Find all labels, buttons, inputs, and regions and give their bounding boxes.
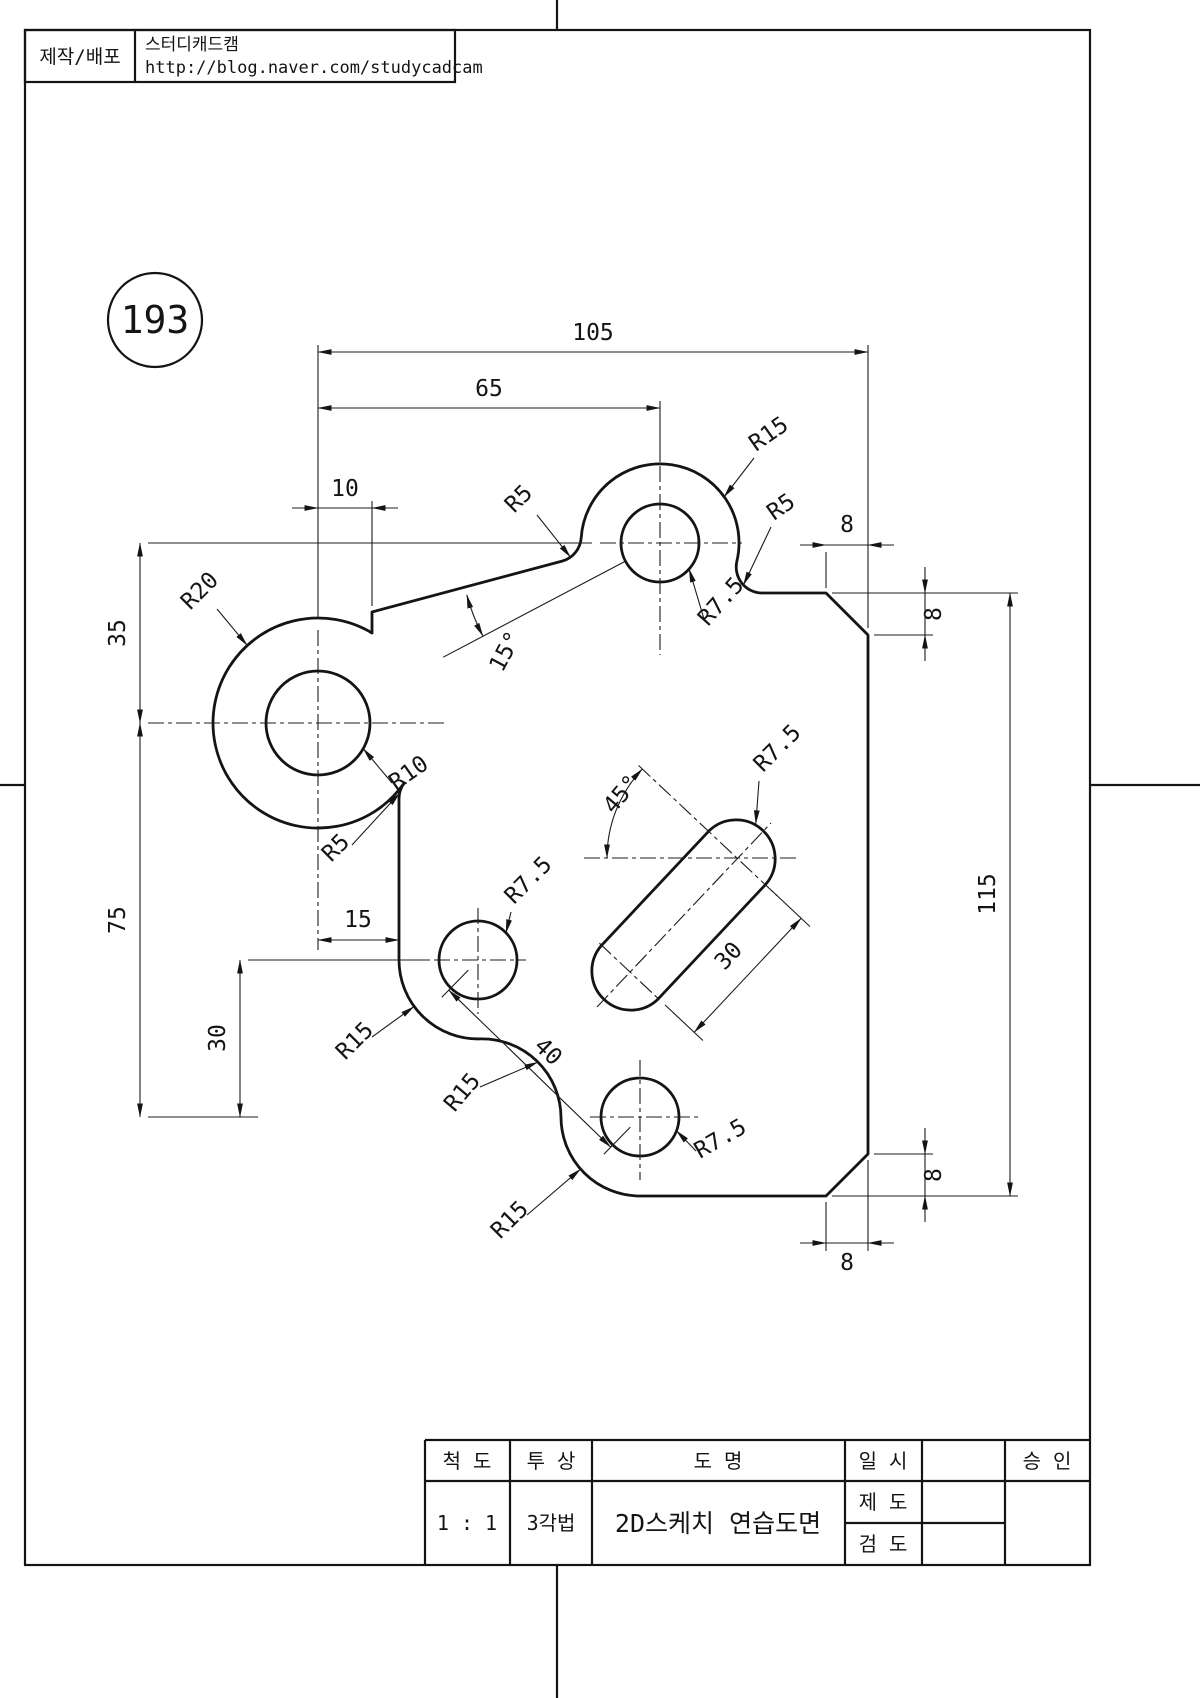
- dim-10-label: 10: [331, 476, 359, 502]
- dim-15-label: 15: [344, 907, 372, 933]
- radius-r20-label: R20: [176, 567, 224, 615]
- angle-dimensions: [442, 561, 643, 859]
- part-outline: [211, 462, 870, 1198]
- leader-r5-left: [351, 792, 401, 846]
- dim-30-slot-label: 30: [710, 937, 748, 975]
- dim-65-label: 65: [475, 376, 503, 402]
- drawing-number: 193: [121, 298, 190, 342]
- radius-r15-bottom-boss-label: R15: [486, 1196, 534, 1244]
- leader-r20: [216, 608, 248, 646]
- title-check-label: 검 도: [859, 1532, 908, 1556]
- radius-r7-5-slot-label: R7.5: [749, 720, 807, 778]
- dim-line-40: [448, 989, 612, 1148]
- leader-r15-top-boss: [723, 457, 755, 498]
- slot-perpendicular-centerline-bottom: [599, 942, 661, 1002]
- title-name-label: 도 명: [694, 1449, 743, 1473]
- sheet-border: [23, 28, 1092, 1567]
- header-label: 제작/배포: [39, 46, 120, 68]
- dim-75-label: 75: [105, 906, 131, 934]
- leader-r5-top-left: [536, 514, 571, 558]
- radius-r7-5-mid-hole-label: R7.5: [500, 852, 558, 910]
- slot-axis-centerline: [596, 822, 772, 1008]
- angle-15-arc: [466, 594, 484, 637]
- radius-r7-5-bottom-hole-label: R7.5: [690, 1114, 751, 1164]
- drawing-number-badge: 193: [106, 271, 204, 369]
- leader-r7-5-top-hole: [688, 568, 705, 620]
- header-box: 제작/배포 스터디캐드캠 http://blog.naver.com/study…: [23, 28, 483, 84]
- dim-30-left-label: 30: [205, 1024, 231, 1052]
- centerlines: [148, 466, 798, 1180]
- radius-r5-top-right-label: R5: [763, 489, 801, 526]
- dim-35-label: 35: [105, 619, 131, 647]
- leader-r15-fillet: [479, 1061, 539, 1088]
- radius-r10-label: R10: [385, 751, 434, 796]
- dim-line-30-slot: [693, 917, 802, 1033]
- extension-lines: [148, 345, 1018, 1251]
- slot-perpendicular-centerline-top: [638, 765, 778, 897]
- title-date-label: 일 시: [859, 1449, 908, 1473]
- title-draft-label: 제 도: [859, 1490, 908, 1514]
- dim-115-label: 115: [975, 873, 1001, 915]
- dim-105-label: 105: [572, 320, 614, 346]
- title-scale-value: 1 : 1: [437, 1511, 497, 1535]
- angle-15-reference-line: [442, 561, 625, 658]
- dim-40-label: 40: [529, 1033, 567, 1071]
- title-projection-label: 투 상: [527, 1449, 576, 1473]
- dimension-lines: [137, 349, 1013, 1246]
- header-brand: 스터디캐드캠: [145, 35, 239, 55]
- leader-r15-mid-boss: [371, 1006, 415, 1038]
- leader-r7-5-mid-hole: [505, 911, 512, 934]
- title-name-value: 2D스케치 연습도면: [615, 1509, 821, 1538]
- part-geometry: [211, 462, 870, 1198]
- radius-r5-top-left-label: R5: [500, 480, 538, 518]
- drawing-number-circle: [106, 271, 204, 369]
- title-approve-label: 승 인: [1023, 1449, 1072, 1473]
- radius-r15-fillet-label: R15: [439, 1068, 486, 1117]
- dim-8-right-bottom-label: 8: [921, 1168, 947, 1182]
- title-scale-label: 척 도: [443, 1449, 492, 1473]
- leader-r10: [362, 748, 393, 784]
- leader-r5-top-right: [742, 526, 772, 586]
- header-url[interactable]: http://blog.naver.com/studycadcam: [145, 58, 483, 78]
- dim-8-bottom-label: 8: [840, 1250, 854, 1276]
- title-block: 척 도 투 상 도 명 일 시 승 인 1 : 1 3각법 2D스케치 연습도면…: [423, 1438, 1090, 1565]
- leader-lines: [216, 457, 772, 1216]
- dim-8-right-top-label: 8: [921, 607, 947, 621]
- leader-r7-5-bottom-hole: [676, 1130, 697, 1152]
- leader-r7-5-slot: [753, 780, 760, 825]
- slot-outline: [590, 818, 777, 1012]
- angle-45-label: 45°: [598, 770, 645, 819]
- header-box-border: [23, 28, 457, 84]
- leader-r15-bottom-boss: [526, 1168, 581, 1216]
- title-projection-value: 3각법: [527, 1511, 576, 1535]
- angle-15-label: 15°: [485, 627, 527, 676]
- angle-45-arc: [604, 768, 643, 859]
- dim-8-top-label: 8: [840, 512, 854, 538]
- radius-r15-top-boss-label: R15: [745, 412, 794, 457]
- radius-r15-mid-boss-label: R15: [331, 1017, 379, 1065]
- radius-r5-left-label: R5: [317, 829, 355, 867]
